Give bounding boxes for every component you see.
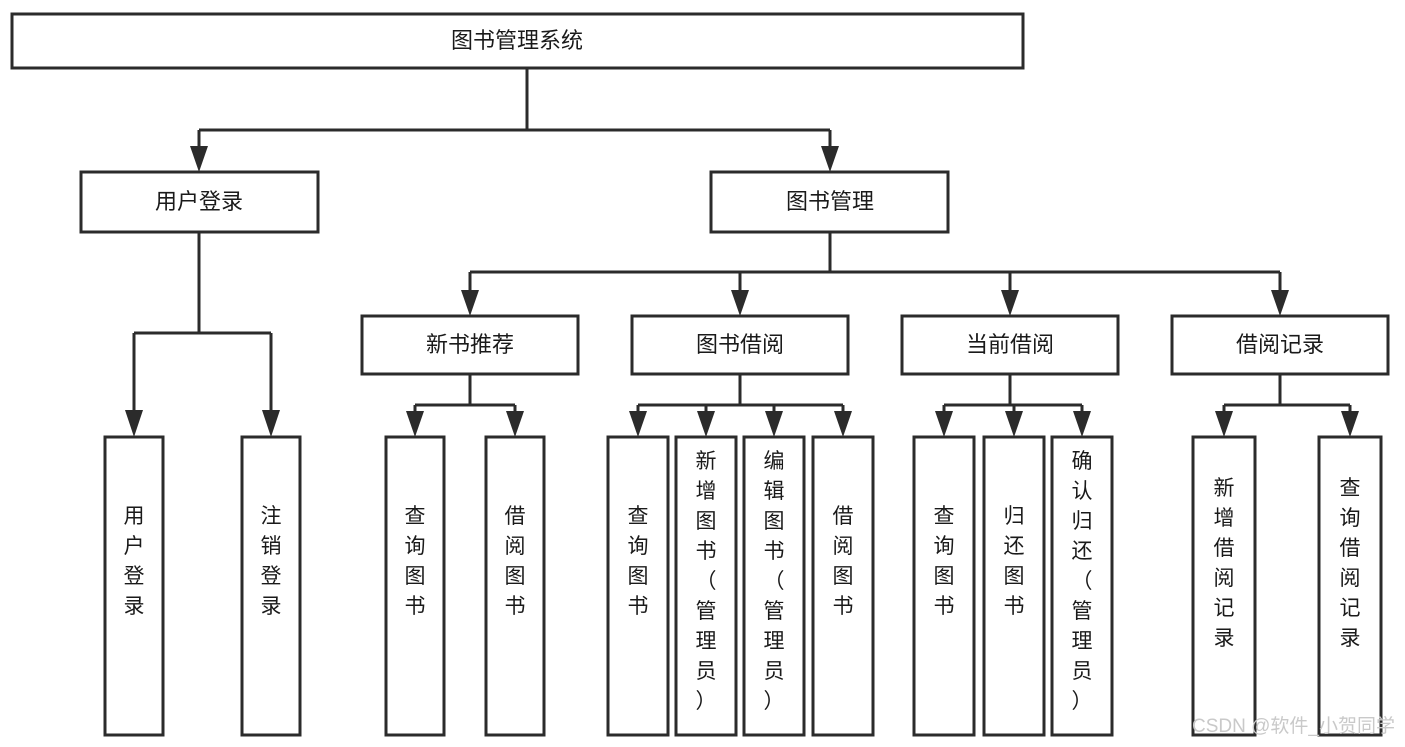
arrow-head-nbr-leaf-2 [506, 411, 524, 437]
leaf-node-br-query-record[interactable]: 查询借阅记录 [1317, 435, 1383, 737]
leaf-node-nbr-query-book[interactable]: 查询图书 [384, 435, 446, 737]
leaf-box[interactable] [982, 435, 1046, 737]
arrow-head-book-mgmt [821, 146, 839, 172]
connector-layer [125, 68, 1359, 437]
leaf-label-vertical: 查询图书 [628, 505, 649, 618]
leaf-node-logout[interactable]: 注销登录 [240, 435, 302, 737]
leaf-node-nbr-borrow-book[interactable]: 借阅图书 [484, 435, 546, 737]
root-label: 图书管理系统 [451, 28, 583, 53]
arrow-head-cb-leaf-2 [1005, 411, 1023, 437]
arrow-head-leaf-logout [262, 410, 280, 437]
book-management-label: 图书管理 [786, 189, 874, 214]
csdn-watermark: CSDN @软件_小贺同学 [1192, 715, 1395, 737]
leaf-box[interactable] [484, 435, 546, 737]
arrow-head-bb-leaf-4 [834, 411, 852, 437]
leaf-label-vertical: 查询借阅记录 [1340, 477, 1361, 650]
arrow-head-br-leaf-2 [1341, 411, 1359, 437]
book-borrow-box[interactable] [630, 314, 850, 376]
borrow-record-box[interactable] [1170, 314, 1390, 376]
leaf-box[interactable] [606, 435, 670, 737]
borrow-record-label: 借阅记录 [1236, 332, 1324, 357]
arrow-head-cb-leaf-1 [935, 411, 953, 437]
node-root-book-management-system[interactable]: 图书管理系统 [10, 12, 1025, 70]
leaf-box[interactable] [1191, 435, 1257, 737]
current-borrow-label: 当前借阅 [966, 332, 1054, 357]
node-user-login[interactable]: 用户登录 [79, 170, 320, 234]
user-login-box[interactable] [79, 170, 320, 234]
leaf-node-user-login-action[interactable]: 用户登录 [103, 435, 165, 737]
leaf-node-bb-borrow-book[interactable]: 借阅图书 [811, 435, 875, 737]
arrow-head-user-login [190, 146, 208, 172]
arrow-head-current-borrow [1001, 290, 1019, 316]
arrow-head-book-borrow [731, 290, 749, 316]
node-borrow-record[interactable]: 借阅记录 [1170, 314, 1390, 376]
root-box[interactable] [10, 12, 1025, 70]
leaf-label-vertical: 归还图书 [1004, 505, 1025, 618]
leaf-box[interactable] [103, 435, 165, 737]
leaf-label-vertical: 查询图书 [405, 505, 426, 618]
arrow-head-new-book-recommend [461, 290, 479, 316]
node-book-management[interactable]: 图书管理 [709, 170, 950, 234]
book-borrow-label: 图书借阅 [696, 332, 784, 357]
arrow-head-br-leaf-1 [1215, 411, 1233, 437]
arrow-head-leaf-user-login [125, 410, 143, 437]
current-borrow-box[interactable] [900, 314, 1120, 376]
leaf-box[interactable] [912, 435, 976, 737]
leaf-node-bb-query-book[interactable]: 查询图书 [606, 435, 670, 737]
book-management-box[interactable] [709, 170, 950, 234]
leaf-node-br-add-record[interactable]: 新增借阅记录 [1191, 435, 1257, 737]
arrow-head-bb-leaf-3 [765, 411, 783, 437]
new-book-recommend-label: 新书推荐 [426, 332, 514, 357]
arrow-head-nbr-leaf-1 [406, 411, 424, 437]
arrow-head-bb-leaf-2 [697, 411, 715, 437]
leaf-label-vertical: 查询图书 [934, 505, 955, 618]
leaf-label-vertical: 借阅图书 [833, 505, 854, 618]
leaf-box[interactable] [240, 435, 302, 737]
arrow-head-cb-leaf-3 [1073, 411, 1091, 437]
leaf-box[interactable] [1317, 435, 1383, 737]
arrow-head-bb-leaf-1 [629, 411, 647, 437]
leaf-node-cb-confirm-return-admin[interactable]: 确认归还（管理员） [1050, 435, 1114, 737]
leaf-label-vertical: 编辑图书（管理员） [764, 450, 785, 713]
leaf-node-bb-add-book-admin[interactable]: 新增图书（管理员） [674, 435, 738, 737]
leaf-node-bb-edit-book-admin[interactable]: 编辑图书（管理员） [742, 435, 806, 737]
leaf-node-cb-return-book[interactable]: 归还图书 [982, 435, 1046, 737]
leaf-label-vertical: 用户登录 [124, 505, 145, 618]
leaf-label-vertical: 借阅图书 [505, 505, 526, 618]
leaf-label-vertical: 新增借阅记录 [1214, 477, 1235, 650]
leaf-node-cb-query-book[interactable]: 查询图书 [912, 435, 976, 737]
leaf-box[interactable] [674, 435, 738, 737]
node-book-borrow[interactable]: 图书借阅 [630, 314, 850, 376]
node-new-book-recommend[interactable]: 新书推荐 [360, 314, 580, 376]
new-book-recommend-box[interactable] [360, 314, 580, 376]
user-login-label: 用户登录 [155, 189, 243, 214]
arrow-head-borrow-record [1271, 290, 1289, 316]
leaf-box[interactable] [384, 435, 446, 737]
leaf-box[interactable] [742, 435, 806, 737]
leaf-box[interactable] [1050, 435, 1114, 737]
leaf-label-vertical: 确认归还（管理员） [1072, 450, 1093, 713]
node-current-borrow[interactable]: 当前借阅 [900, 314, 1120, 376]
leaf-box[interactable] [811, 435, 875, 737]
leaf-label-vertical: 新增图书（管理员） [696, 450, 717, 713]
leaf-label-vertical: 注销登录 [261, 505, 282, 618]
